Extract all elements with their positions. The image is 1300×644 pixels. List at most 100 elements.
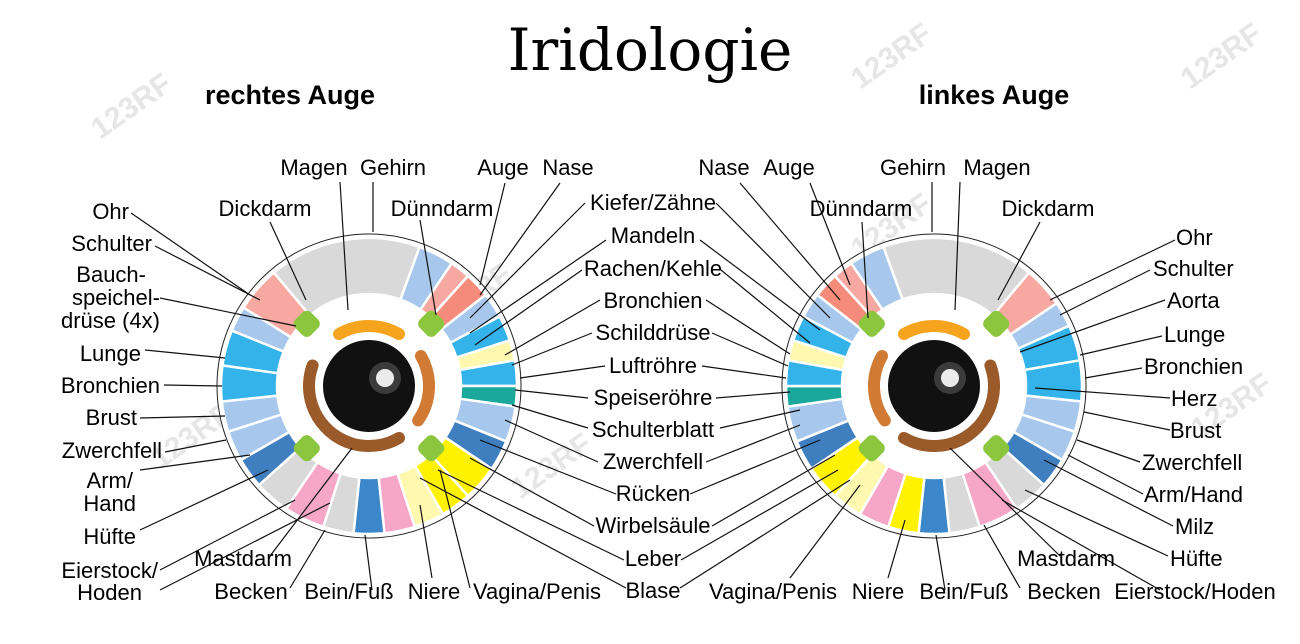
pupil-highlight [376,369,394,387]
leader-lines [130,181,1176,591]
leader-line [739,182,841,301]
leader-line [1083,411,1171,431]
left-eye-labels: Nase Auge Gehirn Magen Dünndarm Dickdarm… [698,155,1275,604]
leader-line [469,239,607,334]
label-blase: Blase [625,578,680,603]
label-mastdarm: Mastdarm [194,546,292,571]
arc-duenndarm [412,350,435,427]
leader-line [680,469,839,561]
leader-line [715,391,791,399]
leader-line [479,182,506,286]
leader-line [154,245,261,301]
watermark-text: 123RF [505,427,598,506]
leader-line [1049,239,1176,301]
label-bronchien: Bronchien [61,373,160,398]
leader-line [139,415,226,419]
pupil [888,340,980,432]
label-hoden: Hoden [77,580,142,605]
leader-line [469,457,595,527]
label-mastdarm-l: Mastdarm [1017,546,1115,571]
pupil-glow [369,362,401,394]
leader-line [289,529,326,589]
label-bronchien-center: Bronchien [603,288,702,313]
label-brust-l: Brust [1170,418,1221,443]
leader-line [1076,439,1141,463]
label-duenndarm-l: Dünndarm [810,196,913,221]
center-labels: Kiefer/Zähne Mandeln Rachen/Kehle Bronch… [584,190,722,603]
leader-line [469,202,586,319]
watermark-text: 123RF [1175,17,1268,96]
arc-dickdarm-bottom [898,429,975,452]
leader-line [1019,299,1166,353]
leader-line [1043,459,1174,527]
label-ohr: Ohr [92,199,129,224]
label-zwerchfell: Zwerchfell [62,438,162,463]
label-zwerchfell-l: Zwerchfell [1142,450,1242,475]
leader-line [1024,489,1169,557]
leader-line [720,269,811,344]
leader-line [439,469,471,589]
leader-line [479,182,561,296]
label-nase: Nase [542,155,593,180]
right-eye-chart [216,233,522,539]
label-becken: Becken [214,579,287,604]
leader-line [1001,499,1161,591]
label-bein-fuss: Bein/Fuß [304,579,393,604]
right-eye-labels: Magen Gehirn Auge Nase Dickdarm Dünndarm… [61,155,601,605]
leader-line [144,349,226,359]
leader-line [715,202,831,319]
leader-line [164,439,227,453]
label-auge-l: Auge [763,155,814,180]
leader-line [514,389,589,399]
label-schulter-l: Schulter [1153,256,1234,281]
leader-line [983,524,1021,589]
pancreas-marker [293,435,320,462]
pupil-highlight [941,369,959,387]
leader-line [419,477,627,589]
watermark-text: 123RF [85,67,178,146]
label-speiseroehre: Speiseröhre [594,385,713,410]
leader-line [719,409,801,429]
leader-line [269,447,353,557]
leader-line [419,504,433,579]
label-vagina-penis: Vagina/Penis [473,579,601,604]
label-kiefer-zaehne: Kiefer/Zähne [590,190,716,215]
pupil [323,340,415,432]
leader-line [689,439,821,495]
label-rachen-kehle: Rachen/Kehle [584,256,722,281]
label-ohr-l: Ohr [1176,225,1213,250]
leader-line [861,221,869,319]
label-vagina-penis-l: Vagina/Penis [709,579,837,604]
label-magen-l: Magen [963,155,1030,180]
leader-line [269,221,307,301]
pancreas-marker [418,310,445,337]
leader-line [163,384,223,387]
label-gehirn: Gehirn [360,155,426,180]
leader-line [789,484,861,579]
leader-line [511,404,589,429]
label-brust: Brust [86,405,137,430]
leader-line [1034,387,1171,399]
pupil-glow [934,362,966,394]
label-nase-l: Nase [698,155,749,180]
leader-line [504,419,599,463]
label-speichel: speichel- [72,285,160,310]
pancreas-marker [418,435,445,462]
leader-line [809,182,851,286]
label-milz-l: Milz [1175,514,1214,539]
label-zwerchfell-center: Zwerchfell [603,449,703,474]
label-herz-l: Herz [1171,386,1217,411]
label-auge: Auge [477,155,528,180]
leader-line [159,502,331,591]
label-dickdarm: Dickdarm [219,196,312,221]
label-eierstock-hoden-l: Eierstock/Hoden [1114,579,1275,604]
leader-line [479,439,617,495]
leader-line [1079,335,1163,356]
label-lunge: Lunge [80,341,141,366]
label-lunge-l: Lunge [1164,322,1225,347]
label-duenndarm: Dünndarm [391,196,494,221]
arc-magen [333,320,405,341]
leader-line [339,181,349,311]
label-arm: Arm/ [87,468,134,493]
